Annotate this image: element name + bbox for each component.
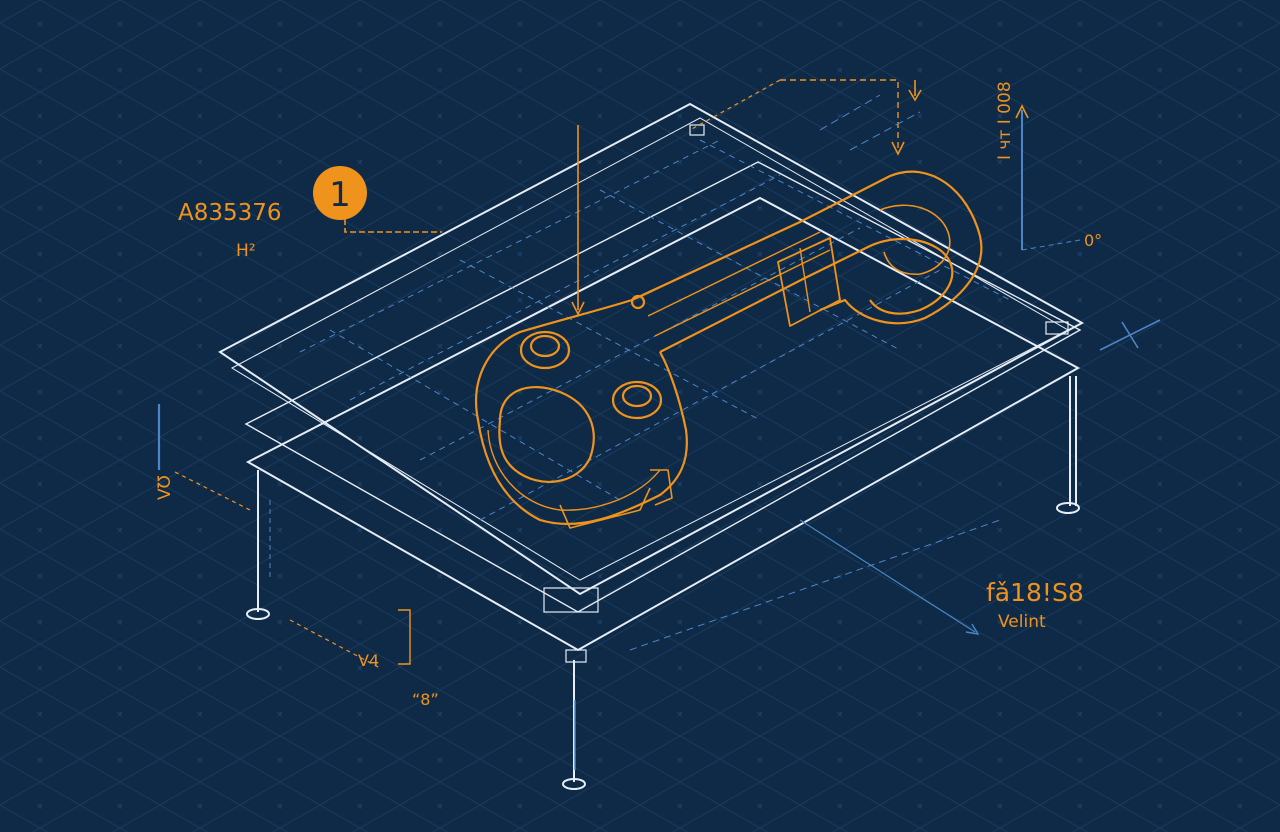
bottom-right-sub-label: Velint <box>998 612 1046 632</box>
part-code-label: A835376 <box>178 200 282 226</box>
dim-8-label: “8” <box>412 690 439 709</box>
dimension-lines <box>157 79 1161 770</box>
left-vertical-label: VƱ <box>155 475 175 500</box>
base-plate <box>244 161 1082 652</box>
callout-group: 1 <box>313 166 442 233</box>
plate-corner-markers <box>543 124 1069 663</box>
plate-construction-lines <box>299 139 1011 521</box>
wrench-part-icon <box>475 170 983 529</box>
bottom-right-code-label: fǎ18!S8 <box>986 578 1084 607</box>
numbered-circle-icon <box>313 166 367 220</box>
dim-v4-label: V4 <box>358 651 379 670</box>
callout-number: 1 <box>329 175 351 215</box>
right-top-vertical-label: I чт I 008 <box>995 81 1015 160</box>
part-sub-label: H² <box>236 241 256 261</box>
right-angle-label: 0° <box>1084 231 1102 250</box>
table-legs <box>246 376 1080 790</box>
